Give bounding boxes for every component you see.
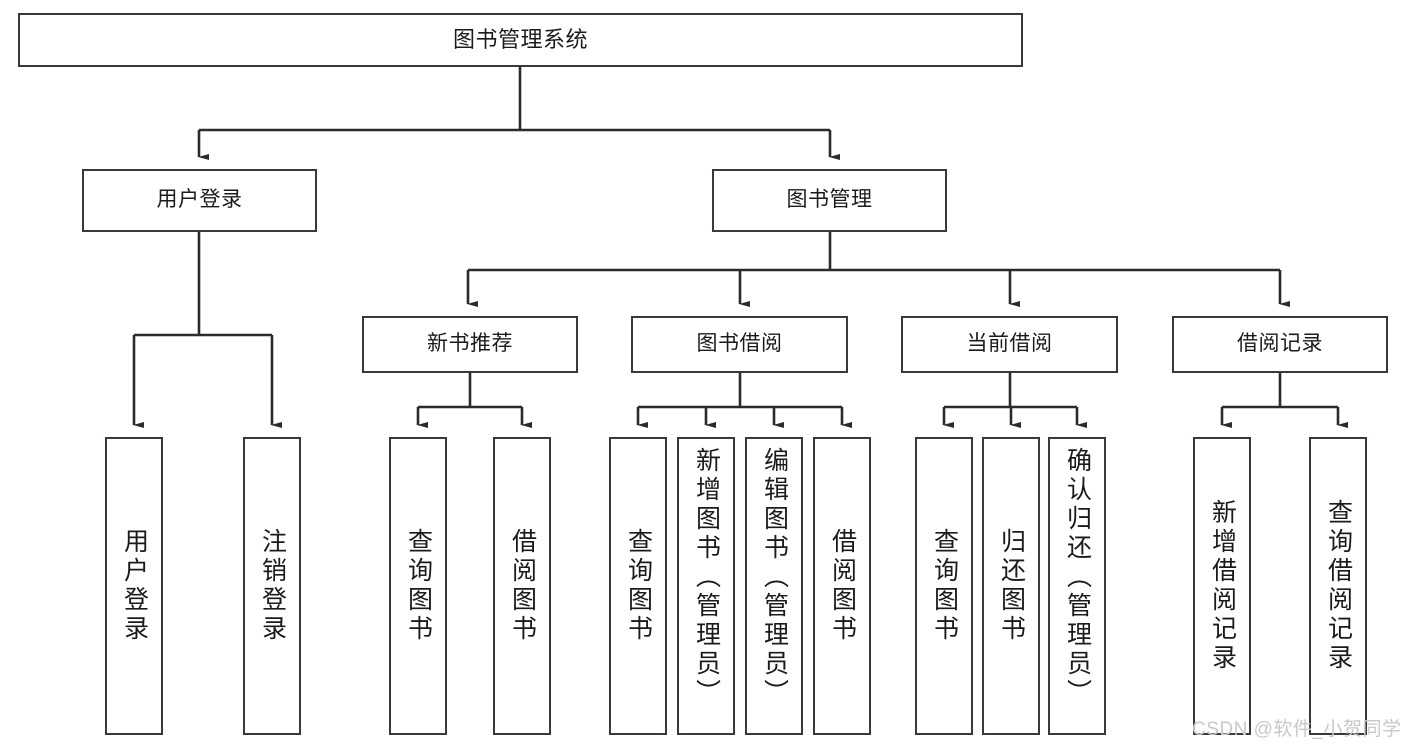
leaf-user-login[interactable]: 用户登录 [105, 437, 163, 735]
leaf-add-record-label: 新增借阅记录 [1208, 499, 1237, 673]
node-book-manage[interactable]: 图书管理 [712, 169, 947, 232]
node-root-label: 图书管理系统 [452, 27, 588, 53]
leaf-edit-book[interactable]: 编辑图书（管理员） [745, 437, 803, 735]
leaf-borrow-book-1-label: 借阅图书 [508, 528, 537, 644]
leaf-edit-book-label: 编辑图书（管理员） [760, 447, 789, 708]
node-book-borrow-label: 图书借阅 [696, 332, 783, 356]
leaf-borrow-book-2-label: 借阅图书 [828, 528, 857, 644]
leaf-confirm-return-label: 确认归还（管理员） [1063, 447, 1092, 708]
leaf-query-book-2-label: 查询图书 [624, 528, 653, 644]
leaf-return-book[interactable]: 归还图书 [982, 437, 1040, 735]
leaf-query-record[interactable]: 查询借阅记录 [1309, 437, 1367, 735]
leaf-query-book-3-label: 查询图书 [930, 528, 959, 644]
node-book-manage-label: 图书管理 [786, 188, 873, 212]
leaf-query-record-label: 查询借阅记录 [1324, 499, 1353, 673]
node-current-borrow-label: 当前借阅 [966, 332, 1053, 356]
leaf-borrow-book-2[interactable]: 借阅图书 [813, 437, 871, 735]
node-user-login[interactable]: 用户登录 [82, 169, 317, 232]
node-user-login-label: 用户登录 [156, 188, 243, 212]
leaf-add-record[interactable]: 新增借阅记录 [1193, 437, 1251, 735]
leaf-query-book-1-label: 查询图书 [404, 528, 433, 644]
leaf-add-book[interactable]: 新增图书（管理员） [677, 437, 735, 735]
leaf-user-login-label: 用户登录 [120, 528, 149, 644]
node-borrow-record[interactable]: 借阅记录 [1172, 316, 1388, 373]
node-root[interactable]: 图书管理系统 [18, 13, 1023, 67]
node-current-borrow[interactable]: 当前借阅 [901, 316, 1118, 373]
leaf-query-book-2[interactable]: 查询图书 [609, 437, 667, 735]
leaf-logout-login-label: 注销登录 [258, 528, 287, 644]
leaf-query-book-1[interactable]: 查询图书 [389, 437, 447, 735]
leaf-confirm-return[interactable]: 确认归还（管理员） [1048, 437, 1106, 735]
leaf-add-book-label: 新增图书（管理员） [692, 447, 721, 708]
leaf-logout-login[interactable]: 注销登录 [243, 437, 301, 735]
leaf-return-book-label: 归还图书 [997, 528, 1026, 644]
leaf-query-book-3[interactable]: 查询图书 [915, 437, 973, 735]
leaf-borrow-book-1[interactable]: 借阅图书 [493, 437, 551, 735]
node-borrow-record-label: 借阅记录 [1237, 332, 1323, 356]
node-book-borrow[interactable]: 图书借阅 [631, 316, 848, 373]
node-new-book-recommend-label: 新书推荐 [427, 332, 513, 356]
node-new-book-recommend[interactable]: 新书推荐 [362, 316, 578, 373]
